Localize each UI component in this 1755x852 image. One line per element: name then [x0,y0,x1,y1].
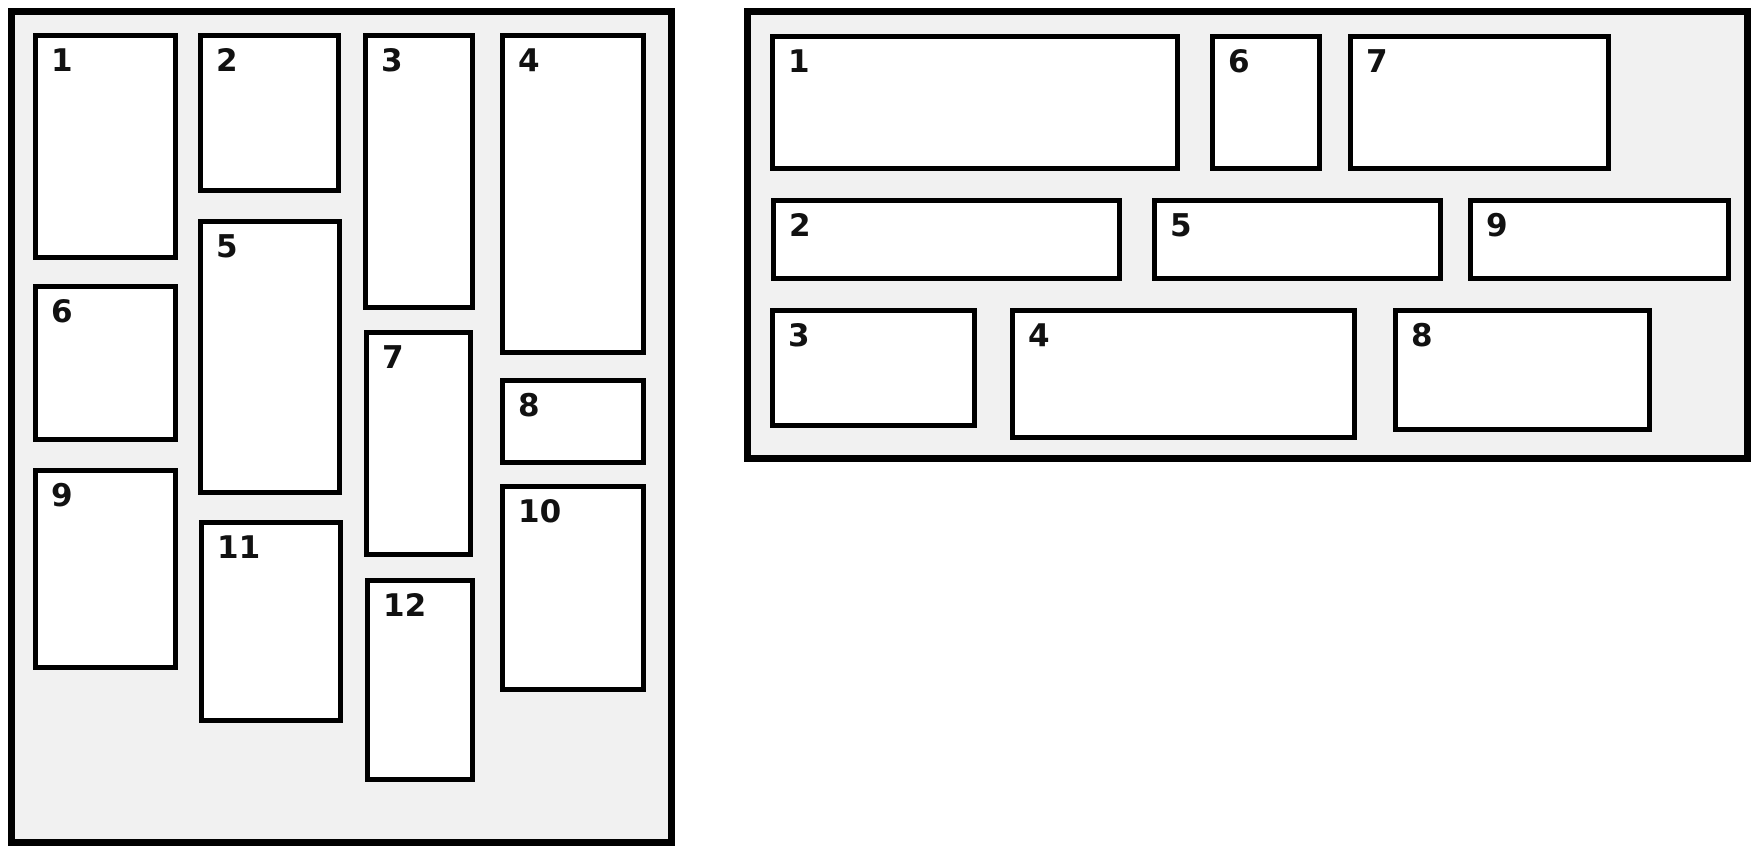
right-box-3: 3 [770,308,977,428]
box-label: 11 [217,530,261,566]
right-box-7: 7 [1348,34,1611,171]
box-label: 12 [383,588,427,624]
box-label: 1 [788,44,810,80]
box-label: 4 [518,43,540,79]
right-masonry-panel-inner: 1 6 7 2 5 9 3 4 8 [751,15,1744,455]
left-box-2: 2 [198,33,341,193]
right-box-9: 9 [1468,198,1731,281]
right-box-8: 8 [1393,308,1652,432]
left-box-4: 4 [500,33,646,355]
left-box-1: 1 [33,33,178,260]
box-label: 6 [1228,44,1250,80]
right-box-4: 4 [1010,308,1357,440]
box-label: 8 [1411,318,1433,354]
box-label: 1 [51,43,73,79]
left-box-7: 7 [364,330,473,557]
box-label: 5 [216,229,238,265]
left-masonry-panel-inner: 1 2 3 4 5 6 7 8 9 10 11 [15,15,668,839]
box-label: 7 [1366,44,1388,80]
box-label: 4 [1028,318,1050,354]
box-label: 10 [518,494,562,530]
right-box-5: 5 [1152,198,1443,281]
box-label: 3 [788,318,810,354]
left-box-10: 10 [500,484,646,692]
box-label: 2 [789,208,811,244]
left-box-3: 3 [363,33,475,310]
box-label: 3 [381,43,403,79]
box-label: 9 [1486,208,1508,244]
left-box-9: 9 [33,468,178,670]
left-box-8: 8 [500,378,646,465]
left-box-11: 11 [199,520,343,723]
right-box-1: 1 [770,34,1180,171]
box-label: 6 [51,294,73,330]
box-label: 8 [518,388,540,424]
box-label: 2 [216,43,238,79]
box-label: 9 [51,478,73,514]
left-masonry-panel: 1 2 3 4 5 6 7 8 9 10 11 [8,8,675,846]
box-label: 5 [1170,208,1192,244]
left-box-5: 5 [198,219,342,495]
right-masonry-panel: 1 6 7 2 5 9 3 4 8 [744,8,1751,462]
left-box-6: 6 [33,284,178,442]
right-box-2: 2 [771,198,1122,281]
left-box-12: 12 [365,578,475,782]
box-label: 7 [382,340,404,376]
right-box-6: 6 [1210,34,1322,171]
